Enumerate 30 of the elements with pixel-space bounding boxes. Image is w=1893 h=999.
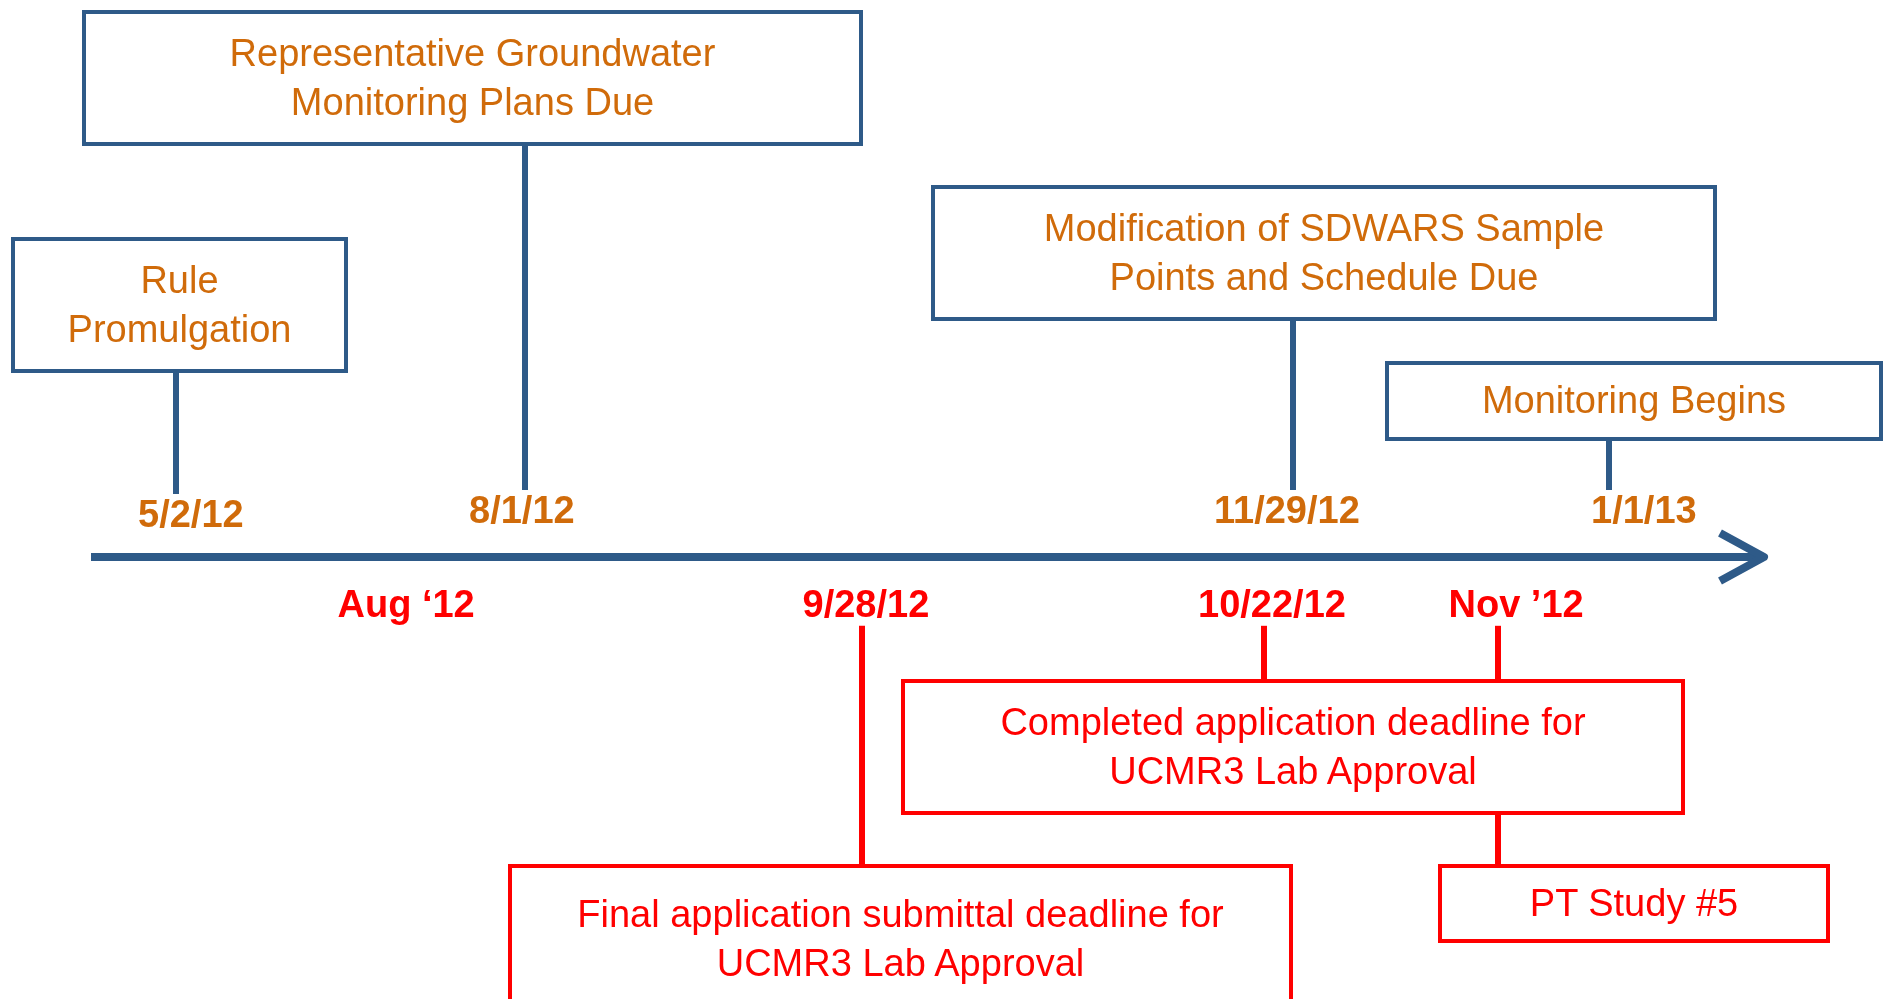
milestone-text: PT Study #5	[1529, 880, 1739, 926]
milestone-box	[1385, 361, 1883, 441]
date-label: 5/2/12	[138, 494, 244, 536]
milestone-text: Representative Groundwater Monitoring Plans Due	[228, 30, 717, 125]
date-label: Nov ’12	[1448, 584, 1584, 626]
date-label: 8/1/12	[469, 490, 575, 532]
connector-line	[1495, 815, 1501, 864]
milestone-box	[11, 237, 348, 373]
milestone-box	[508, 864, 1293, 999]
milestone-text: Modification of SDWARS Sample Points and Schedule Due	[1042, 205, 1606, 300]
milestone-text: Rule Promulgation	[66, 257, 293, 352]
milestone-text: Completed application deadline for UCMR3 Lab Approval	[999, 699, 1587, 794]
date-label: 11/29/12	[1214, 490, 1360, 532]
connector-line	[1261, 625, 1267, 679]
milestone-box	[931, 185, 1717, 321]
milestone-text: Monitoring Begins	[1481, 378, 1787, 424]
date-label: 10/22/12	[1198, 584, 1346, 626]
milestone-box	[82, 10, 863, 146]
date-label: Aug ‘12	[337, 584, 475, 626]
milestone-box	[901, 679, 1685, 815]
connector-line	[173, 373, 179, 494]
connector-line	[1290, 321, 1296, 490]
date-label: 1/1/13	[1591, 490, 1697, 532]
date-label: 9/28/12	[802, 584, 930, 626]
connector-line	[1606, 441, 1612, 490]
connector-line	[522, 146, 528, 490]
milestone-text: Final application submittal deadline for UCMR3 Lab Approval	[576, 891, 1225, 986]
connector-line	[859, 625, 865, 864]
connector-line	[1495, 625, 1501, 679]
milestone-box	[1438, 864, 1830, 943]
